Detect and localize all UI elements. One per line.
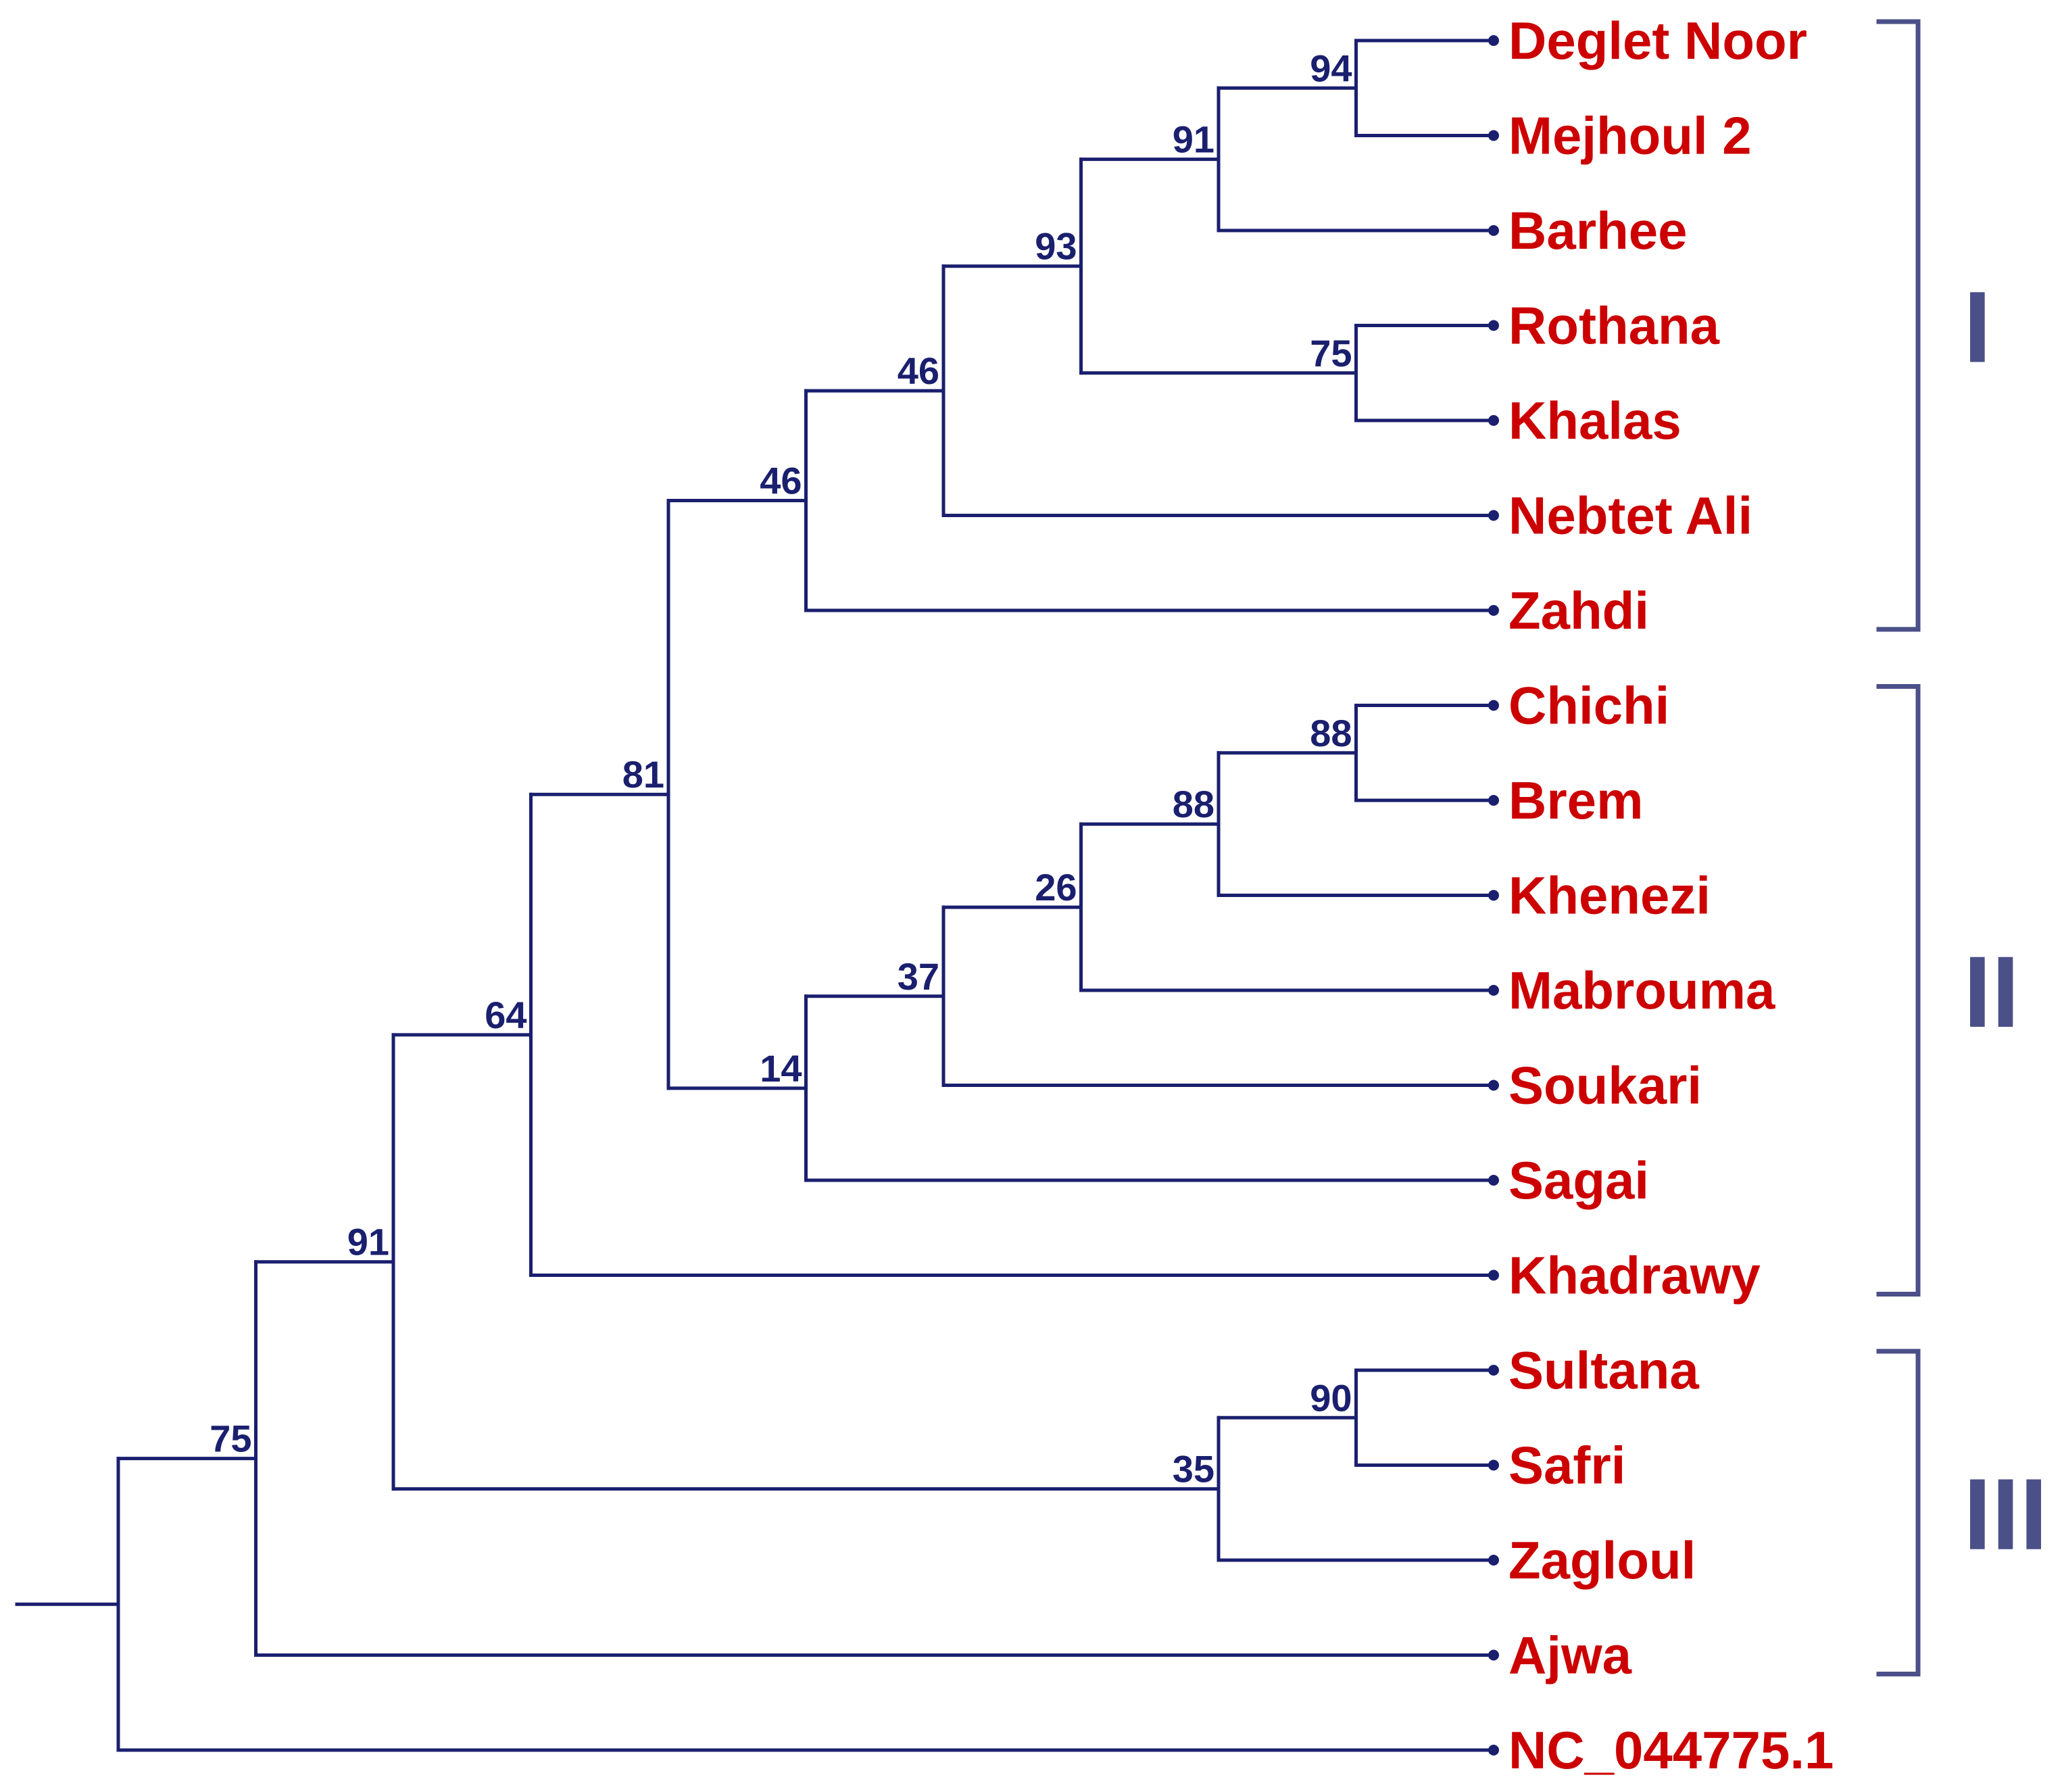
support-value-n4: 93 — [1035, 225, 1077, 268]
tip-dot-rothana — [1488, 320, 1499, 331]
support-value-n2: 91 — [1173, 118, 1214, 161]
leaf-label-safri: Safri — [1508, 1436, 1625, 1495]
tip-dot-khadrawy — [1488, 1269, 1499, 1281]
tip-dot-sultana — [1488, 1365, 1499, 1376]
tip-dot-deglet-noor — [1488, 35, 1499, 46]
leaf-label-barhee: Barhee — [1508, 201, 1687, 260]
support-value-n1: 94 — [1310, 47, 1352, 89]
support-value-n12: 81 — [622, 753, 664, 796]
leaf-label-nebtet-ali: Nebtet Ali — [1508, 486, 1752, 546]
leaf-label-sagai: Sagai — [1508, 1151, 1649, 1210]
tip-dot-khalas — [1488, 415, 1499, 426]
leaf-label-zahdi: Zahdi — [1508, 581, 1649, 640]
support-value-n14: 90 — [1310, 1376, 1352, 1419]
leaf-label-khalas: Khalas — [1508, 391, 1681, 450]
leaf-label-mabrouma: Mabrouma — [1508, 961, 1775, 1020]
tip-dot-safri — [1488, 1459, 1499, 1471]
leaf-label-ajwa: Ajwa — [1508, 1626, 1632, 1685]
leaf-label-khadrawy: Khadrawy — [1508, 1246, 1761, 1305]
leaf-label-nc-044775: NC_044775.1 — [1508, 1720, 1834, 1780]
tip-dot-khenezi — [1488, 890, 1499, 901]
clade-bracket-3 — [1876, 1349, 1921, 1676]
support-value-n7: 88 — [1310, 712, 1352, 754]
clade-bracket-1 — [1876, 19, 1921, 632]
tip-dot-sagai — [1488, 1175, 1499, 1186]
clade-label-3: III — [1963, 1457, 2048, 1571]
clade-label-2: II — [1963, 935, 2019, 1048]
leaf-label-mejhoul-2: Mejhoul 2 — [1508, 106, 1752, 166]
tree-branches — [15, 39, 1496, 1752]
tip-dot-nc-044775 — [1488, 1745, 1499, 1755]
leaf-label-zagloul: Zagloul — [1508, 1530, 1696, 1590]
leaf-label-soukari: Soukari — [1508, 1056, 1702, 1115]
tip-dot-brem — [1488, 795, 1499, 806]
clade-label-1: I — [1963, 270, 1992, 384]
support-value-n17: 75 — [210, 1418, 251, 1460]
support-value-n8: 88 — [1173, 783, 1214, 825]
tip-dot-zagloul — [1488, 1555, 1499, 1566]
support-value-n10: 37 — [898, 955, 939, 998]
tip-dot-zahdi — [1488, 605, 1499, 616]
support-value-n15: 35 — [1173, 1448, 1214, 1491]
support-value-n9: 26 — [1035, 866, 1077, 909]
support-values: 94 91 75 93 46 46 88 88 26 37 14 81 64 90 35 91 75 — [210, 47, 1352, 1490]
support-value-n16: 91 — [347, 1221, 389, 1263]
leaf-label-chichi: Chichi — [1508, 676, 1669, 735]
leaf-label-rothana: Rothana — [1508, 296, 1720, 356]
tip-dot-soukari — [1488, 1080, 1499, 1091]
support-value-n5: 46 — [898, 349, 939, 392]
support-value-n3: 75 — [1310, 332, 1352, 374]
tip-dot-mabrouma — [1488, 985, 1499, 996]
tip-dot-mejhoul-2 — [1488, 130, 1499, 141]
tip-dot-nebtet-ali — [1488, 510, 1499, 521]
support-value-n6: 46 — [760, 460, 802, 502]
leaf-tips — [1488, 35, 1499, 1755]
tip-dot-barhee — [1488, 225, 1499, 236]
support-value-n13: 64 — [485, 994, 526, 1036]
leaf-label-deglet-noor: Deglet Noor — [1508, 11, 1807, 70]
leaf-label-brem: Brem — [1508, 771, 1643, 830]
clade-bracket-2 — [1876, 684, 1921, 1297]
tip-dot-chichi — [1488, 700, 1499, 711]
tip-dot-ajwa — [1488, 1649, 1499, 1661]
leaf-label-khenezi: Khenezi — [1508, 866, 1711, 925]
leaf-label-sultana: Sultana — [1508, 1340, 1699, 1400]
support-value-n11: 14 — [760, 1047, 802, 1090]
